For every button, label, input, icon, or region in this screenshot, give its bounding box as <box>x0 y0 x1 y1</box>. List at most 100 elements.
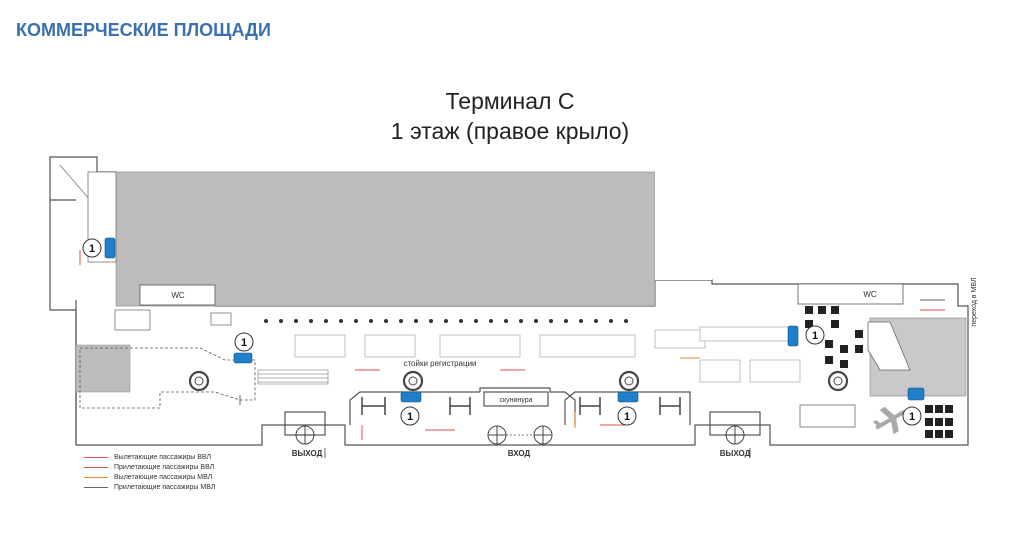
exit-label-right: ВЫХОД <box>720 449 751 458</box>
counter-dot <box>459 319 463 323</box>
counter-dot <box>414 319 418 323</box>
seat-block <box>805 306 813 314</box>
legend-text: Прилетающие пассажиры МВЛ <box>114 483 216 491</box>
seat-block <box>855 345 863 353</box>
counter-dot <box>294 319 298 323</box>
marker-1-center-right: 1 <box>617 406 637 426</box>
floor-title: 1 этаж (правое крыло) <box>390 118 630 144</box>
counter-dot <box>474 319 478 323</box>
counter-dot <box>324 319 328 323</box>
round-elements <box>188 370 849 392</box>
counter-dot <box>399 319 403 323</box>
marker-1-right-lower: 1 <box>902 406 922 426</box>
seat-block <box>945 418 953 426</box>
marker-1-right-upper: 1 <box>805 325 825 345</box>
counter-dot <box>354 319 358 323</box>
seat-block <box>840 360 848 368</box>
seat-block <box>925 418 933 426</box>
marker-label: 1 <box>89 243 95 255</box>
entrance-label: ВХОД <box>508 449 531 458</box>
counter-dot <box>489 319 493 323</box>
numbered-markers: 1 1 1 1 1 1 <box>82 238 922 426</box>
security-frames <box>361 397 681 415</box>
seat-block <box>925 405 933 413</box>
baggage-belt <box>257 369 329 385</box>
seat-block <box>831 306 839 314</box>
wc-label-left: WC <box>171 291 185 300</box>
seat-block <box>945 430 953 438</box>
door-circles <box>295 425 745 445</box>
exit-label-left: ВЫХОД <box>292 449 323 458</box>
terminal-title: Терминал С <box>445 88 575 114</box>
right-seat-blocks <box>805 306 953 438</box>
seat-block <box>935 430 943 438</box>
legend-text: Прилетающие пассажиры ВВЛ <box>114 463 215 471</box>
counter-dot <box>579 319 583 323</box>
seat-block <box>935 405 943 413</box>
counter-dot <box>279 319 283 323</box>
legend-item: Прилетающие пассажиры МВЛ <box>84 482 215 492</box>
counter-dot <box>369 319 373 323</box>
gate-ramp <box>867 321 911 371</box>
legend-text: Вылетающие пассажиры ВВЛ <box>114 453 212 461</box>
airplane-icon <box>872 406 908 435</box>
marker-1-checkin: 1 <box>234 332 254 352</box>
counter-dot <box>624 319 628 323</box>
marker-label: 1 <box>812 330 818 342</box>
commercial-spot-left-upper <box>104 237 116 259</box>
counter-dot <box>504 319 508 323</box>
commercial-spot-right-upper <box>787 325 799 347</box>
commercial-spot-right-lower <box>907 387 925 401</box>
commercial-spot-center-right <box>617 391 639 403</box>
seat-block <box>935 418 943 426</box>
gray-zone-left-strip <box>75 344 131 393</box>
counter-dot <box>534 319 538 323</box>
counter-dot <box>594 319 598 323</box>
seat-block <box>831 320 839 328</box>
security-label: скунинура <box>500 397 533 404</box>
marker-1-left-upper: 1 <box>82 238 102 258</box>
security-blocks <box>284 387 761 436</box>
marker-label: 1 <box>407 411 413 423</box>
seat-block <box>945 405 953 413</box>
legend-item: Прилетающие пассажиры ВВЛ <box>84 462 214 472</box>
seat-block <box>825 340 833 348</box>
counter-dot <box>609 319 613 323</box>
counter-dot <box>564 319 568 323</box>
legend-text: Вылетающие пассажиры МВЛ <box>114 473 213 481</box>
gray-zone-main <box>115 171 656 307</box>
marker-label: 1 <box>624 411 630 423</box>
commercial-spot-center-left <box>400 391 422 403</box>
checkin-label: стойки регистрации <box>403 359 476 368</box>
flow-arrows <box>79 250 945 458</box>
counter-dot <box>429 319 433 323</box>
seat-block <box>925 430 933 438</box>
commercial-spots <box>104 237 925 403</box>
legend-swatch <box>84 486 108 488</box>
wc-label-right: WC <box>863 290 877 299</box>
transfer-label: переход в МВЛ <box>971 277 978 327</box>
legend-swatch <box>84 466 108 468</box>
counter-dot <box>309 319 313 323</box>
legend-item: Вылетающие пассажиры МВЛ <box>84 472 212 482</box>
marker-label: 1 <box>909 411 915 423</box>
seat-block <box>840 345 848 353</box>
counter-dot <box>519 319 523 323</box>
checkin-counter-dots <box>264 319 628 323</box>
seat-block <box>855 330 863 338</box>
seat-block <box>818 306 826 314</box>
legend-swatch <box>84 456 108 458</box>
counter-dot <box>384 319 388 323</box>
commercial-spot-checkin <box>233 352 253 364</box>
gray-zone-right <box>655 172 712 280</box>
legend-swatch <box>84 476 108 478</box>
page-header: КОММЕРЧЕСКИЕ ПЛОЩАДИ <box>16 20 271 40</box>
counter-dot <box>339 319 343 323</box>
counter-dot <box>264 319 268 323</box>
legend-item: Вылетающие пассажиры ВВЛ <box>84 452 211 462</box>
counter-dot <box>549 319 553 323</box>
seat-block <box>825 356 833 364</box>
right-lower-box <box>799 404 856 428</box>
seat-block <box>805 320 813 328</box>
checkin-desks <box>294 326 801 383</box>
